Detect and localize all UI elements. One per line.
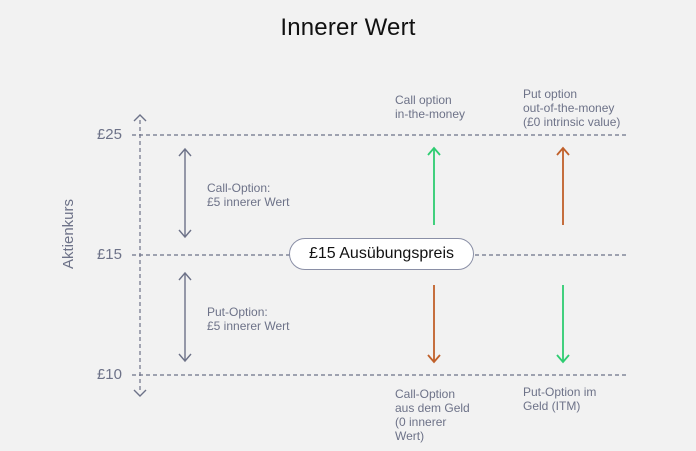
diagram-title: Innerer Wert	[280, 14, 416, 41]
axis-up-chevron	[133, 114, 147, 122]
note-line: in-the-money	[395, 107, 466, 121]
call-otm-arrowhead	[427, 354, 441, 364]
note-line: Put-Option im	[523, 385, 597, 399]
tick-label-15: £15	[96, 246, 122, 263]
put-itm-label: Put-Option im Geld (ITM)	[523, 385, 596, 413]
strike-price-label: £15 Ausübungspreis	[289, 238, 474, 270]
call-itm-arrowhead	[427, 146, 441, 156]
note-line: (0 innerer	[395, 415, 447, 429]
note-line: Geld (ITM)	[523, 399, 581, 413]
note-line: aus dem Geld	[395, 401, 470, 415]
note-line: out-of-the-money	[523, 101, 615, 115]
note-line: £5 innerer Wert	[207, 195, 290, 209]
axis-down-chevron	[133, 389, 147, 397]
put-otm-label: Put option out-of-the-money (£0 intrinsi…	[523, 87, 620, 129]
note-line: (£0 intrinsic value)	[523, 115, 621, 129]
tick-label-10: £10	[96, 366, 122, 383]
call-range-arrow-bottom	[178, 229, 192, 239]
note-line: Call-Option	[395, 387, 456, 401]
put-itm-arrowhead	[556, 354, 570, 364]
note-line: Put-Option:	[207, 305, 268, 319]
tick-label-25: £25	[96, 126, 122, 143]
put-range-arrow-bottom	[178, 353, 192, 363]
call-otm-label: Call-Option aus dem Geld (0 innerer Wert…	[395, 387, 470, 443]
put-otm-arrowhead	[556, 146, 570, 156]
note-line: £5 innerer Wert	[207, 319, 290, 333]
call-itm-label: Call option in-the-money	[395, 93, 465, 121]
put-range-arrow-top	[178, 271, 192, 281]
call-range-arrow-top	[178, 147, 192, 157]
note-line: Wert)	[395, 429, 425, 443]
call-intrinsic-note: Call-Option: £5 innerer Wert	[207, 181, 289, 209]
note-line: Call option	[395, 93, 452, 107]
note-line: Put option	[523, 87, 578, 101]
note-line: Call-Option:	[207, 181, 271, 195]
axis-label: Aktienkurs	[60, 198, 77, 270]
put-intrinsic-note: Put-Option: £5 innerer Wert	[207, 305, 289, 333]
